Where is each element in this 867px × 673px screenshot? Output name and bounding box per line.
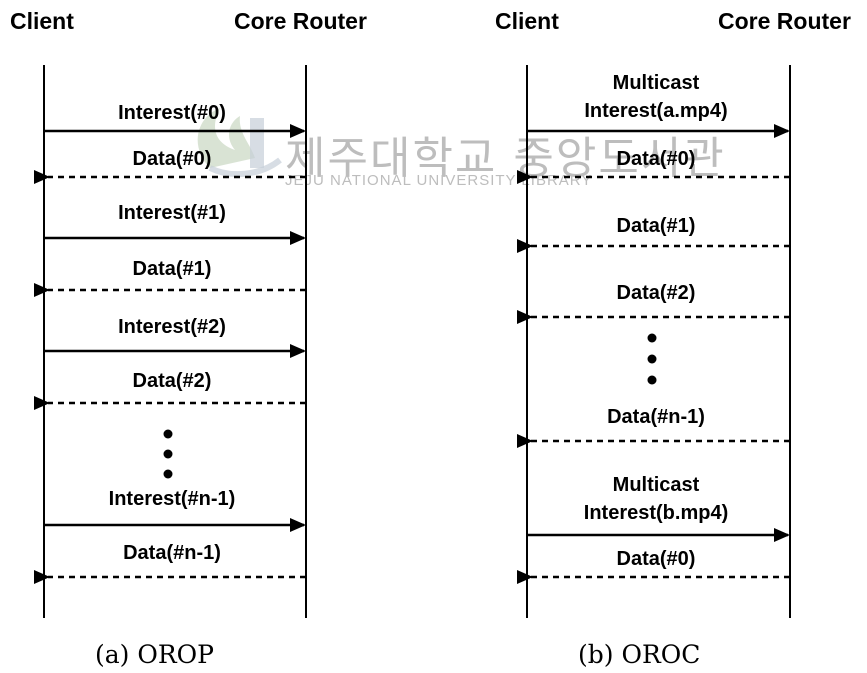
panel-a-client-header: Client	[10, 8, 74, 34]
panel-b-data-1-label: Data(#1)	[616, 215, 696, 237]
panel-b-ellipsis-dot	[647, 375, 657, 385]
panel-b-router-header: Core Router	[718, 8, 851, 34]
panel-b-data-0-label: Data(#0)	[616, 148, 696, 170]
panel-b-ellipsis-dot	[647, 333, 657, 343]
panel-b-multicast-b-label: Multicast Interest(b.mp4)	[584, 472, 728, 526]
panel-b-caption: (b) OROC	[578, 640, 701, 669]
panel-b-multicast-a-line1: Multicast	[612, 72, 700, 94]
panel-a-interest-1-label: Interest(#1)	[118, 202, 226, 224]
panel-b-data-0b-label: Data(#0)	[616, 548, 696, 570]
panel-a-router-header: Core Router	[234, 8, 367, 34]
panel-b-multicast-b-line1: Multicast	[612, 474, 700, 496]
panel-a-ellipsis-dot	[163, 429, 173, 439]
panel-a-ellipsis-dot	[163, 449, 173, 459]
panel-b-multicast-a-line2: Interest(a.mp4)	[584, 100, 728, 122]
panel-a-ellipsis-dot	[163, 469, 173, 479]
panel-b-ellipsis-dot	[647, 354, 657, 364]
panel-b-multicast-b-line2: Interest(b.mp4)	[583, 502, 729, 524]
panel-a-interest-2-label: Interest(#2)	[118, 316, 226, 338]
panel-b-data-n-1-label: Data(#n-1)	[607, 406, 705, 428]
panel-a-interest-n-1-label: Interest(#n-1)	[108, 488, 236, 510]
panel-a-interest-0-label: Interest(#0)	[118, 102, 226, 124]
panel-b-data-2-label: Data(#2)	[616, 282, 696, 304]
panel-a-data-2-label: Data(#2)	[132, 370, 212, 392]
panel-a-data-1-label: Data(#1)	[132, 258, 212, 280]
panel-a-data-n-1-label: Data(#n-1)	[123, 542, 221, 564]
panel-a-caption: (a) OROP	[95, 640, 214, 669]
panel-b-multicast-a-label: Multicast Interest(a.mp4)	[584, 70, 727, 124]
panel-a-data-0-label: Data(#0)	[132, 148, 212, 170]
panel-b-client-header: Client	[495, 8, 559, 34]
